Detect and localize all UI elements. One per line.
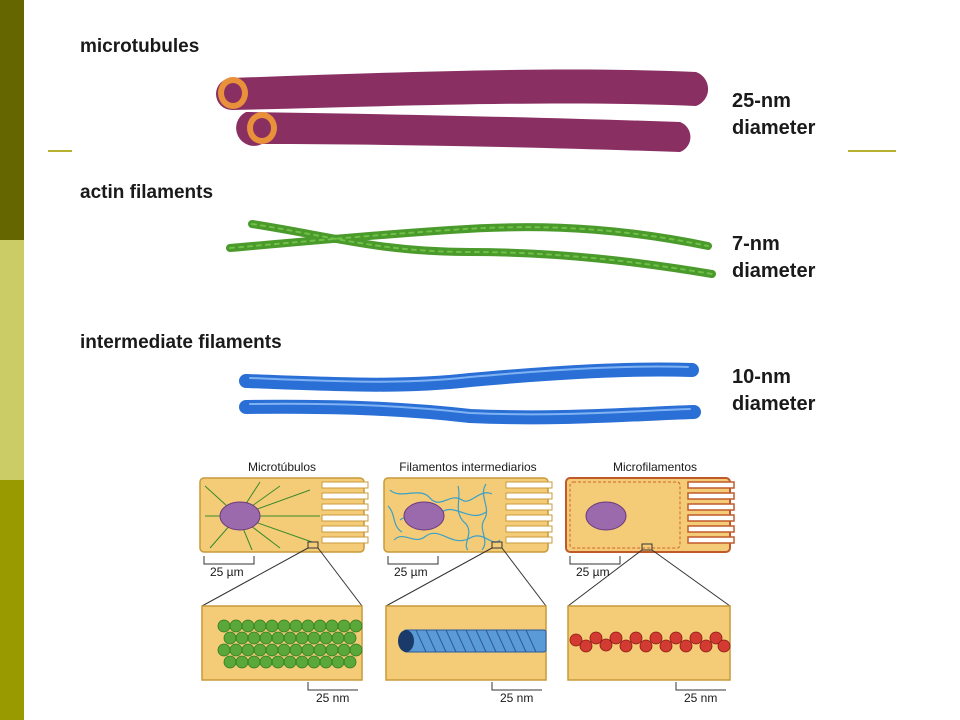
intermediate-filament-illustration: [239, 362, 701, 425]
actin-diameter: 7-nm diameter: [732, 231, 815, 285]
panel-intermediarios-cell: [383, 477, 553, 553]
sidebar-segment-top: [0, 0, 24, 240]
diameter-word: diameter: [732, 393, 816, 415]
diameter-value: 7-nm: [732, 233, 780, 255]
diameter-value: 10-nm: [732, 366, 791, 388]
zoom-scale-label: 25 nm: [684, 691, 717, 705]
zoom-box-microfilamentos: [567, 605, 731, 681]
intermediate-filaments-label: intermediate filaments: [80, 332, 282, 353]
cell-scale-label: 25 µm: [210, 565, 244, 579]
panel-title-intermediarios: Filamentos intermediarios: [399, 460, 536, 474]
panel-title-microtubulos: Microtúbulos: [248, 460, 316, 474]
diameter-value: 25-nm: [732, 90, 791, 112]
panel-microfilamentos-cell: [565, 477, 735, 553]
panel-title-microfilamentos: Microfilamentos: [613, 460, 697, 474]
actin-filament-illustration: [226, 220, 716, 278]
sidebar-segment-bottom: [0, 480, 24, 720]
cell-scale-label: 25 µm: [576, 565, 610, 579]
zoom-box-intermediarios: [385, 605, 547, 681]
panel-microtubulos-cell: [199, 477, 369, 553]
zoom-scale-bars: [307, 682, 726, 691]
decorative-line-right: [848, 150, 896, 152]
sidebar-segment-middle: [0, 240, 24, 480]
zoom-box-microtubulos: [201, 605, 363, 681]
microtubules-diameter: 25-nm diameter: [732, 88, 815, 142]
microtubules-label: microtubules: [80, 36, 200, 57]
intermediate-diameter: 10-nm diameter: [732, 364, 815, 418]
zoom-lines: [201, 547, 731, 607]
cell-scale-label: 25 µm: [394, 565, 428, 579]
cell-scale-bars: [203, 556, 621, 565]
zoom-scale-label: 25 nm: [500, 691, 533, 705]
actin-filaments-label: actin filaments: [80, 182, 214, 203]
zoom-scale-label: 25 nm: [316, 691, 349, 705]
microtubule-illustration: [216, 69, 709, 152]
diameter-word: diameter: [732, 117, 816, 139]
slide-sidebar: [0, 0, 24, 720]
decorative-line-left: [48, 150, 72, 152]
diameter-word: diameter: [732, 260, 816, 282]
